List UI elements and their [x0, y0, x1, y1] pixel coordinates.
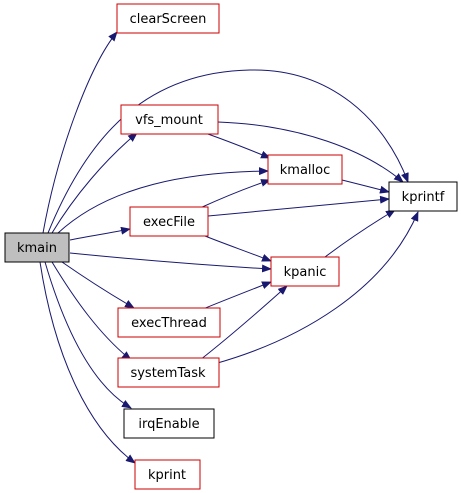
node-label: kprint — [148, 468, 186, 483]
node-execFile[interactable]: execFile — [129, 206, 209, 237]
edge-execFile-kpanic — [204, 235, 272, 262]
edge-kmain-vfs_mount — [51, 132, 138, 234]
edges — [39, 31, 419, 464]
node-execThread[interactable]: execThread — [117, 307, 221, 338]
edge-kpanic-kprintf — [324, 209, 396, 258]
edge-kmain-execThread — [61, 261, 135, 309]
edge-vfs_mount-kprintf — [217, 121, 404, 183]
node-label: execFile — [143, 215, 195, 230]
node-systemTask[interactable]: systemTask — [117, 357, 220, 388]
edge-kmain-kprint — [39, 261, 136, 464]
node-vfs_mount[interactable]: vfs_mount — [120, 104, 219, 135]
node-label: vfs_mount — [135, 113, 203, 128]
node-label: kmain — [17, 241, 57, 256]
edge-kmain-systemTask — [51, 261, 132, 361]
node-label: clearScreen — [130, 12, 207, 27]
edge-systemTask-kpanic — [199, 285, 288, 361]
edge-kmain-clearScreen — [42, 31, 118, 234]
node-kprint[interactable]: kprint — [134, 459, 201, 490]
edge-kmain-kmalloc — [57, 167, 269, 234]
edge-kmain-kprintf — [47, 69, 409, 234]
edge-systemTask-kprintf — [213, 211, 419, 365]
node-label: kmalloc — [280, 163, 330, 178]
node-label: execThread — [131, 316, 207, 331]
node-label: irqEnable — [138, 417, 199, 432]
node-clearScreen[interactable]: clearScreen — [116, 3, 220, 34]
node-irqEnable[interactable]: irqEnable — [123, 408, 215, 439]
edge-execFile-kprintf — [207, 195, 390, 217]
node-kmain[interactable]: kmain — [4, 232, 70, 263]
edge-kmain-execFile — [69, 226, 131, 241]
node-kmalloc[interactable]: kmalloc — [267, 154, 343, 185]
edge-kmalloc-kprintf — [341, 179, 390, 194]
node-label: systemTask — [130, 366, 206, 381]
node-label: kprintf — [402, 190, 445, 205]
edge-kmain-kpanic — [69, 252, 272, 273]
nodes: kmain clearScreen vfs_mount kmalloc kpri… — [4, 3, 458, 490]
edge-execThread-kpanic — [202, 281, 272, 310]
edge-kmain-irqEnable — [44, 261, 132, 409]
edge-vfs_mount-kmalloc — [204, 132, 271, 159]
edge-execFile-kmalloc — [199, 179, 271, 209]
node-kprintf[interactable]: kprintf — [388, 181, 458, 212]
node-kpanic[interactable]: kpanic — [270, 256, 340, 287]
node-label: kpanic — [284, 265, 327, 280]
